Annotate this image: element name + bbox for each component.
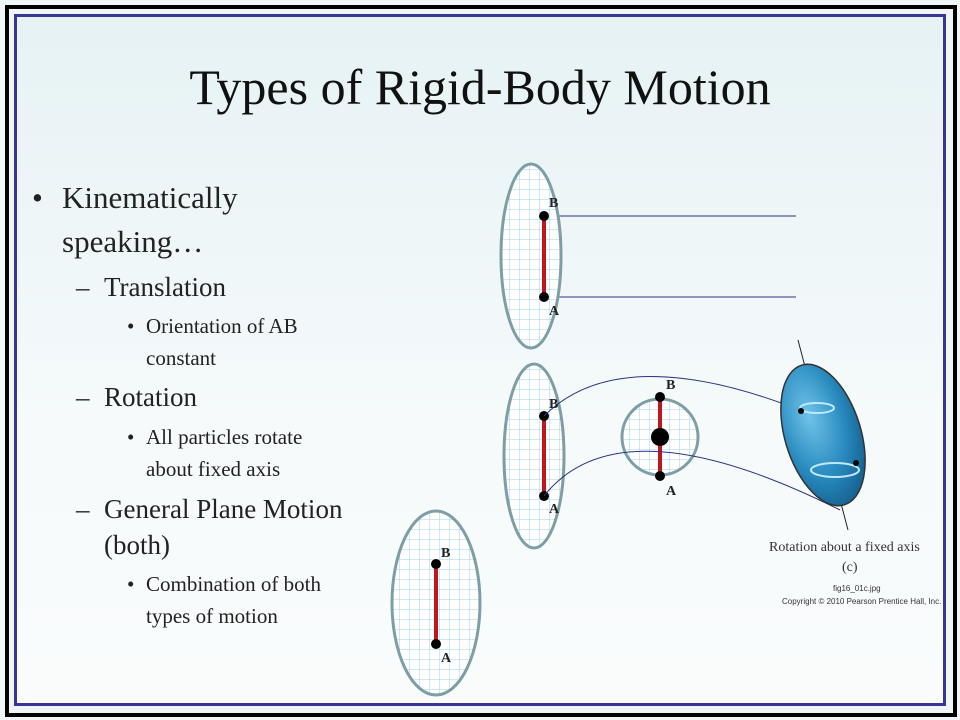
bullet-translation: Translation xyxy=(104,272,227,302)
label-a: A xyxy=(549,304,560,319)
label-b: B xyxy=(666,378,675,393)
slide-title: Types of Rigid-Body Motion xyxy=(189,59,771,115)
bullet-general-cont: (both) xyxy=(104,530,170,560)
rotating-body xyxy=(780,339,866,531)
bullet-kinematically: Kinematically xyxy=(62,180,238,215)
bullet-rotation: Rotation xyxy=(104,382,197,412)
label-a: A xyxy=(549,502,560,517)
label-b: B xyxy=(549,397,558,412)
slide-outer-border xyxy=(5,5,957,717)
label-b: B xyxy=(441,546,450,561)
rotation-curves xyxy=(543,375,841,511)
label-a: A xyxy=(441,651,452,666)
figure-copyright: Copyright © 2010 Pearson Prentice Hall, … xyxy=(782,597,942,606)
rotation-desc-cont: about fixed axis xyxy=(146,457,281,481)
dash: – xyxy=(76,382,90,412)
label-b: B xyxy=(549,196,558,211)
ellipse-translation xyxy=(499,162,563,350)
bullet-general: General Plane Motion xyxy=(104,494,343,524)
translation-desc-cont: constant xyxy=(146,346,216,370)
figure-caption: Rotation about a fixed axis xyxy=(769,540,920,555)
translation-lines xyxy=(545,215,796,298)
bullet-kinematically-cont: speaking… xyxy=(62,224,204,259)
bullet-dot: • xyxy=(32,180,43,215)
dash: – xyxy=(76,272,90,302)
figure-sub: (c) xyxy=(842,560,858,575)
dot: • xyxy=(127,425,135,449)
ellipse-rotation-left xyxy=(502,362,566,550)
translation-desc: Orientation of AB xyxy=(146,314,298,338)
rotation-desc: All particles rotate xyxy=(146,425,303,449)
dot: • xyxy=(127,314,135,338)
figure-file: fig16_01c.jpg xyxy=(833,584,881,593)
general-desc: Combination of both xyxy=(146,572,321,596)
dash: – xyxy=(76,494,90,524)
circle-rotation xyxy=(620,392,700,481)
general-desc-cont: types of motion xyxy=(146,604,278,628)
label-a: A xyxy=(666,484,677,499)
ellipse-general xyxy=(390,509,482,697)
dot: • xyxy=(127,572,135,596)
